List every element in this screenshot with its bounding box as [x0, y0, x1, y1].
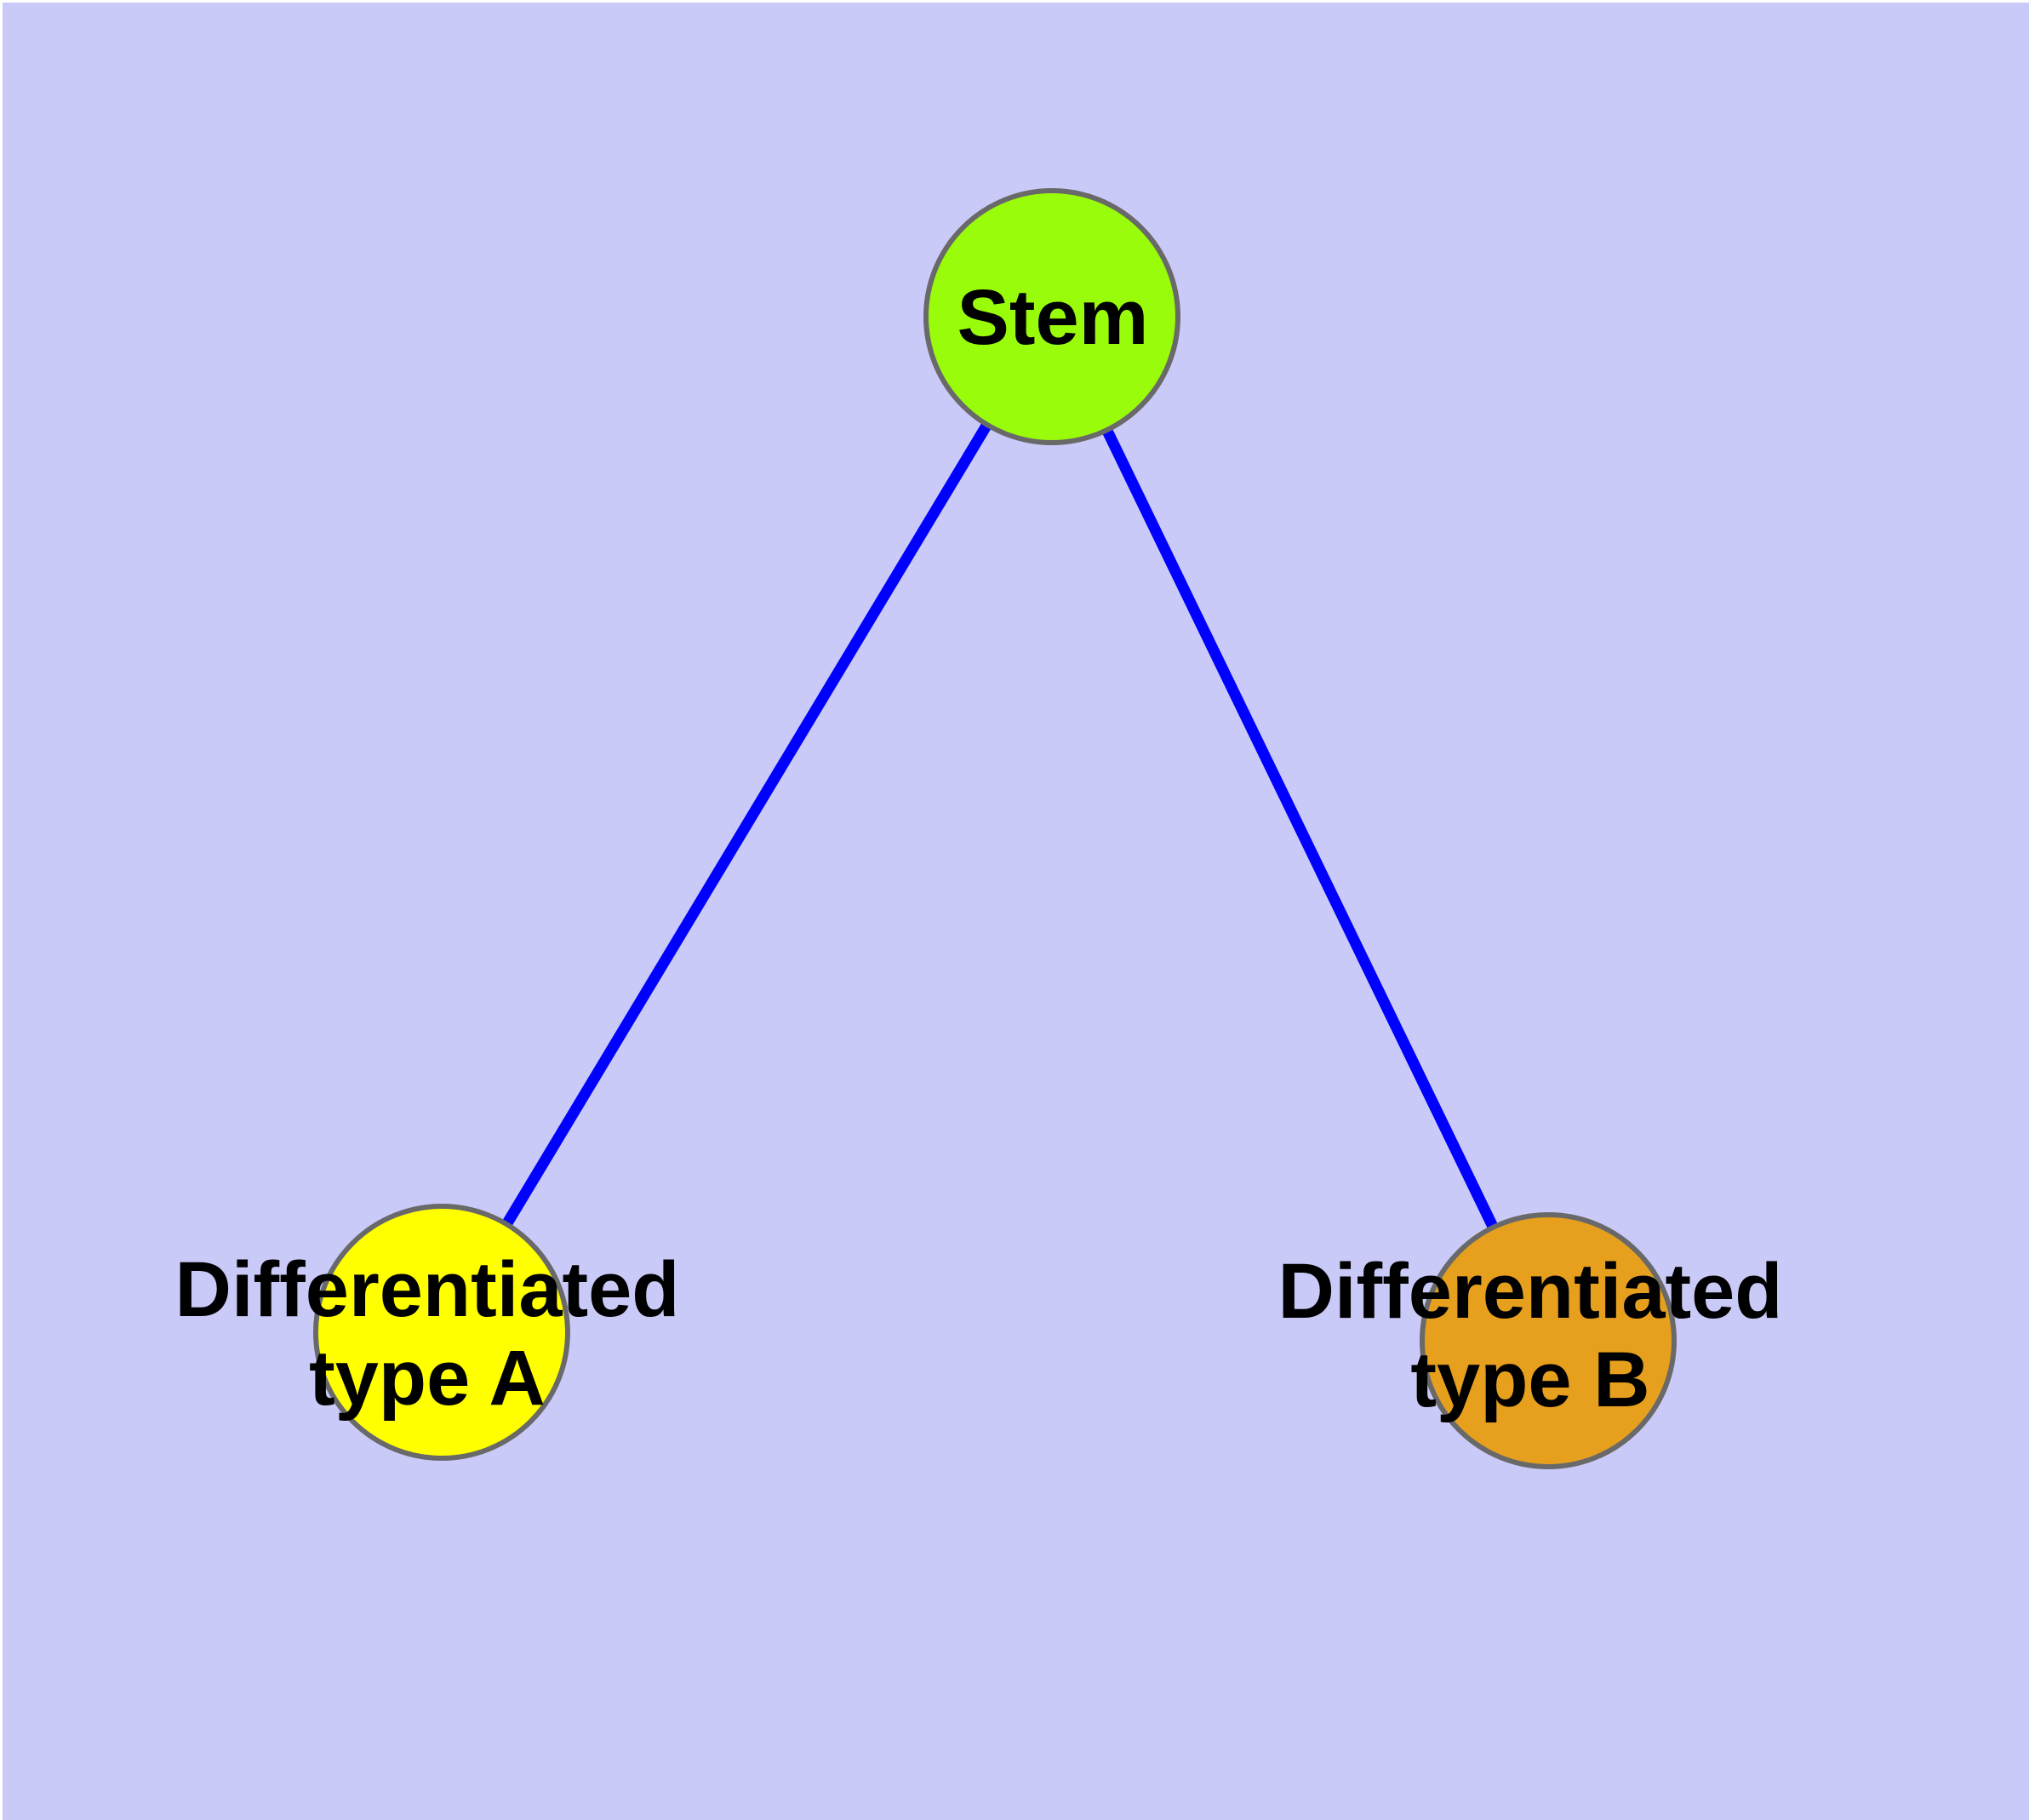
edge-stem-to-type-b: [1047, 314, 1553, 1343]
plot-background: Stem Differentiated type A Differentiate…: [3, 3, 2029, 1820]
node-stem[interactable]: [923, 188, 1180, 445]
graph-svg: [313, 188, 1677, 1469]
node-label-differentiated-type-b: Differentiated type B: [1277, 1248, 1783, 1423]
node-differentiated-type-b[interactable]: [1420, 1212, 1677, 1469]
node-differentiated-type-a[interactable]: [313, 1204, 570, 1461]
node-label-stem: Stem: [957, 274, 1149, 362]
edge-stem-to-type-a: [437, 313, 1057, 1336]
node-label-differentiated-type-a: Differentiated type A: [174, 1246, 680, 1422]
